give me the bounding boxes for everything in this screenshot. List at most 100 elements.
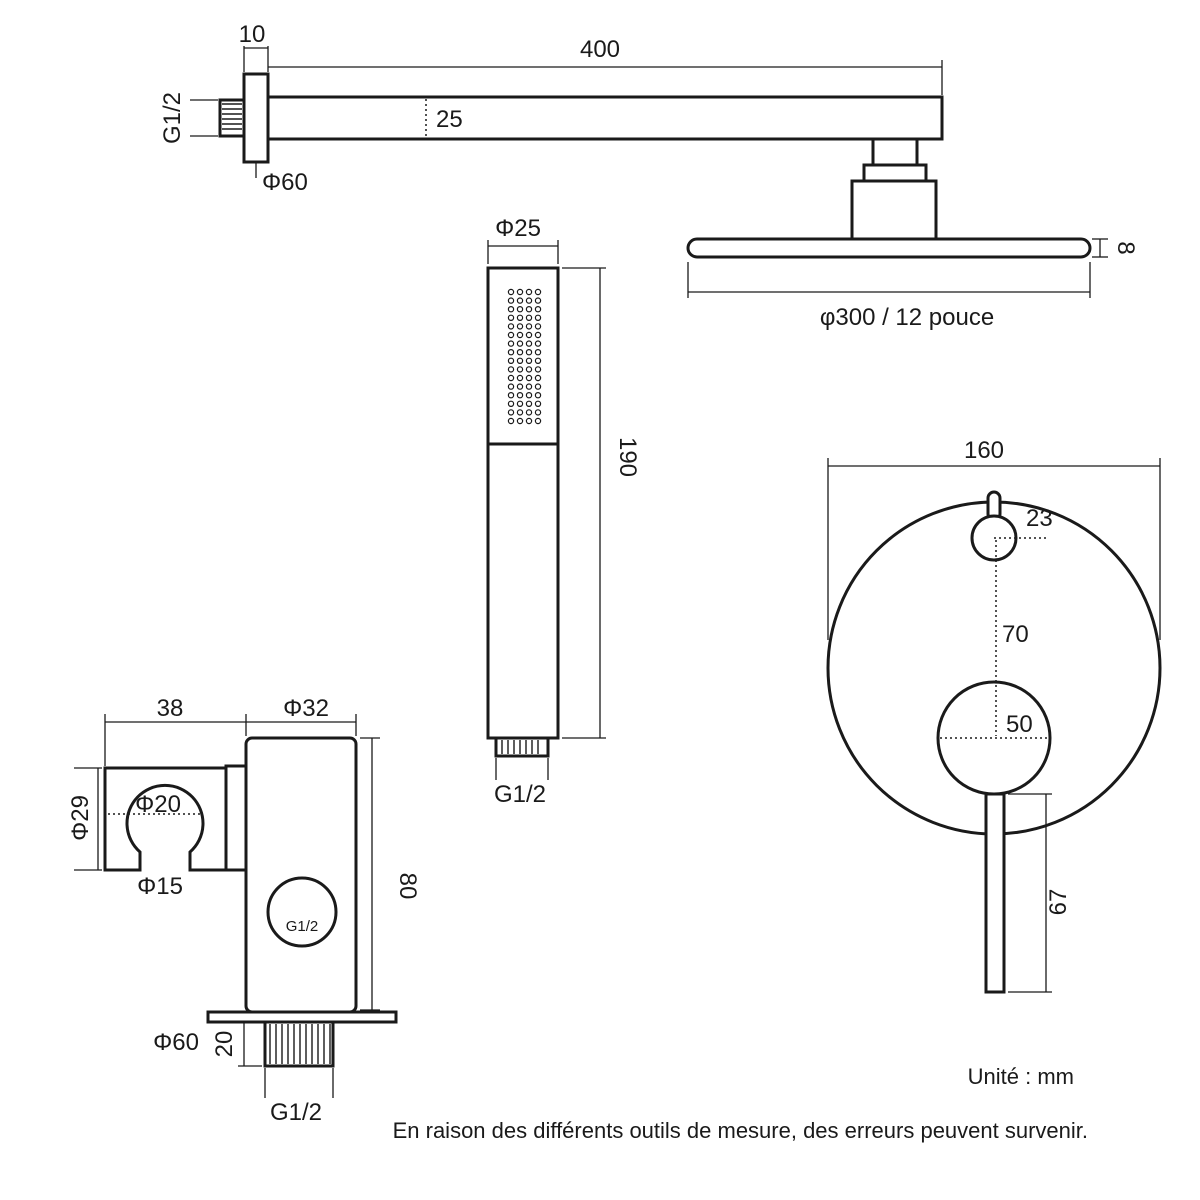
nozzle-dot <box>525 306 533 313</box>
rain-shower-head <box>686 237 1092 259</box>
nozzle-dot <box>525 340 533 347</box>
head-connector <box>850 179 938 241</box>
arm-tube <box>266 95 944 141</box>
nozzle-dot <box>534 331 542 339</box>
wall-outlet-holder <box>103 736 398 1068</box>
nozzle-dot <box>534 297 542 304</box>
holder-body <box>244 736 358 1014</box>
nozzle-dot <box>507 340 515 347</box>
nozzle-dot <box>516 409 524 416</box>
handshower-thread-label: G1/2 <box>494 781 546 808</box>
nozzle-dot <box>516 357 524 364</box>
nozzle-dot <box>507 357 515 364</box>
nozzle-dot <box>516 323 524 330</box>
nozzle-dot <box>516 306 524 313</box>
arm-length-label: 400 <box>580 36 620 63</box>
nozzle-dot <box>525 374 533 382</box>
nozzle-dot <box>516 400 524 407</box>
arm-thread-lines <box>222 103 242 130</box>
hand-shower-body <box>486 266 560 740</box>
hand-shower-thread <box>494 736 550 758</box>
nozzle-dot <box>507 417 515 425</box>
nozzle-dot <box>525 314 533 321</box>
shower-arm-dimensions: 10 400 G1/2 25 Φ60 8 φ300 / 12 pouce <box>159 21 1139 331</box>
nozzle-dot <box>534 357 542 364</box>
nozzle-dot <box>516 383 524 390</box>
hand-shower <box>486 266 560 758</box>
holder-flange-diameter-label: Φ60 <box>153 1029 199 1056</box>
nozzle-dot <box>534 306 542 313</box>
nozzle-dot <box>534 340 542 347</box>
arm-wall-flange <box>242 72 270 164</box>
hand-shower-dimensions: Φ25 190 G1/2 <box>487 215 641 808</box>
valve-dimensions: 160 23 70 50 67 <box>827 437 1161 993</box>
holder-outlet-thread-label: G1/2 <box>286 918 319 935</box>
arm-height-label: 25 <box>436 106 463 133</box>
nozzle-dot <box>525 357 533 364</box>
holder-inlet-thread <box>263 1020 335 1068</box>
nozzle-dot <box>516 392 524 399</box>
valve-lever-length-label: 67 <box>1045 889 1072 916</box>
holder-neck <box>224 764 248 872</box>
diverter-valve <box>826 490 1162 994</box>
nozzle-dot <box>525 331 533 339</box>
nozzle-dot <box>525 288 533 296</box>
nozzle-dot <box>525 383 533 390</box>
nozzle-dot <box>516 349 524 356</box>
shower-arm <box>218 72 1092 259</box>
holder-inlet-thread-label: G1/2 <box>270 1099 322 1126</box>
valve-handle-body <box>936 680 1052 796</box>
arm-flange-diameter-label: Φ60 <box>262 169 308 196</box>
nozzle-dot <box>525 392 533 399</box>
holder-dimensions: 38 Φ32 Φ29 Φ20 Φ15 80 G1/2 Φ60 20 G1/2 <box>67 695 421 1126</box>
showerhead-diameter-label: φ300 / 12 pouce <box>820 304 994 331</box>
nozzle-dot <box>534 323 542 330</box>
nozzle-dot <box>516 297 524 304</box>
arm-joint-nut <box>862 163 928 183</box>
showerhead-thickness-label: 8 <box>1112 241 1139 254</box>
nozzle-dot <box>507 306 515 313</box>
nozzle-dot <box>507 366 515 373</box>
disclaimer-note: En raison des différents outils de mesur… <box>393 1118 1088 1143</box>
holder-cradle-slot-label: Φ15 <box>137 873 183 900</box>
nozzle-dot <box>534 383 542 390</box>
nozzle-dot <box>507 383 515 390</box>
nozzle-dot <box>516 340 524 347</box>
nozzle-dot <box>507 392 515 399</box>
arm-flange-width-label: 10 <box>239 21 266 48</box>
nozzle-dot <box>516 331 524 339</box>
hand-shower-nozzles <box>507 288 542 425</box>
nozzle-dot <box>507 409 515 416</box>
nozzle-dot <box>534 288 542 296</box>
holder-cradle-inner-label: Φ20 <box>135 791 181 818</box>
holder-inlet-thread-lines <box>269 1024 331 1064</box>
nozzle-dot <box>534 314 542 321</box>
nozzle-dot <box>507 323 515 330</box>
nozzle-dot <box>516 314 524 321</box>
unit-note: Unité : mm <box>968 1064 1074 1089</box>
nozzle-dot <box>525 417 533 425</box>
holder-height-label: 80 <box>394 873 421 900</box>
nozzle-dot <box>525 409 533 416</box>
holder-outlet <box>266 876 338 948</box>
nozzle-dot <box>525 297 533 304</box>
nozzle-dot <box>525 366 533 373</box>
holder-depth-label: 38 <box>157 695 184 722</box>
nozzle-dot <box>534 392 542 399</box>
holder-inlet-length-label: 20 <box>211 1031 238 1058</box>
valve-lever <box>984 792 1006 994</box>
valve-plate-diameter-label: 160 <box>964 437 1004 464</box>
nozzle-dot <box>534 374 542 382</box>
nozzle-dot <box>525 349 533 356</box>
nozzle-dot <box>516 366 524 373</box>
nozzle-dot <box>525 323 533 330</box>
nozzle-dot <box>534 417 542 425</box>
nozzle-dot <box>516 417 524 425</box>
holder-body-diameter-label: Φ32 <box>283 695 329 722</box>
arm-thread <box>218 98 246 138</box>
nozzle-dot <box>534 349 542 356</box>
nozzle-dot <box>507 297 515 304</box>
handshower-diameter-label: Φ25 <box>495 215 541 242</box>
nozzle-dot <box>507 349 515 356</box>
